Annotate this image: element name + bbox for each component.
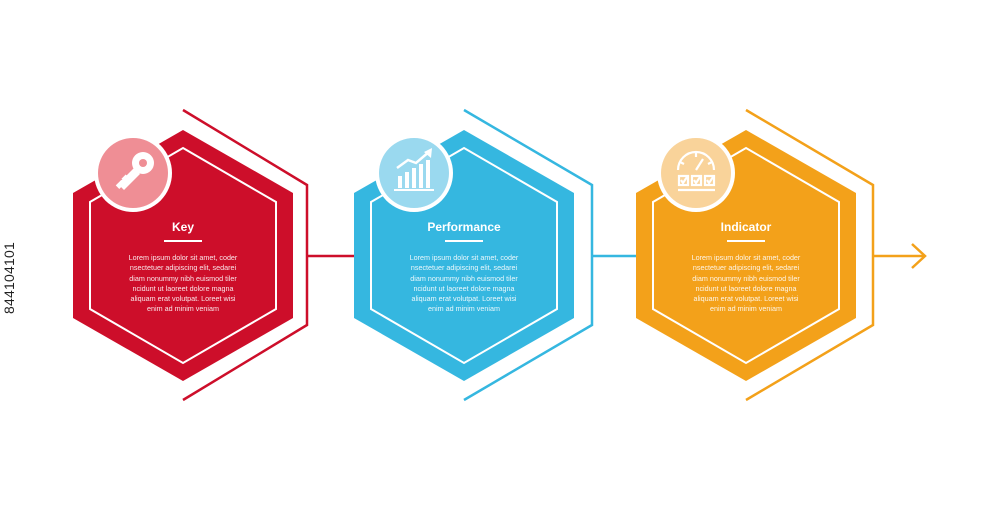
hexagon-inner-outline [652,146,840,365]
arrow-right-icon [873,243,927,269]
step-title-performance: Performance [427,220,501,234]
step-description-performance: Lorem ipsum dolor sit amet, coder nsecte… [409,253,519,314]
chart-growth-icon [394,148,434,191]
step-description-key: Lorem ipsum dolor sit amet, coder nsecte… [128,253,238,314]
title-underline [445,240,483,242]
icon-circle [661,138,731,208]
step-title-indicator: Indicator [720,220,772,234]
step-description-indicator: Lorem ipsum dolor sit amet, coder nsecte… [691,253,801,314]
title-underline [727,240,765,242]
step-key [73,108,309,402]
step-performance [354,108,594,402]
hexagon-inner-outline [89,146,277,365]
outer-bracket [463,108,594,402]
title-underline [164,240,202,242]
step-title-key: Key [171,220,194,234]
gauge-checklist-icon [676,150,716,192]
outer-bracket [182,108,309,402]
step-indicator [636,108,875,402]
hexagon-inner-outline [370,146,558,365]
side-identifier-text: 844104101 [1,242,17,314]
